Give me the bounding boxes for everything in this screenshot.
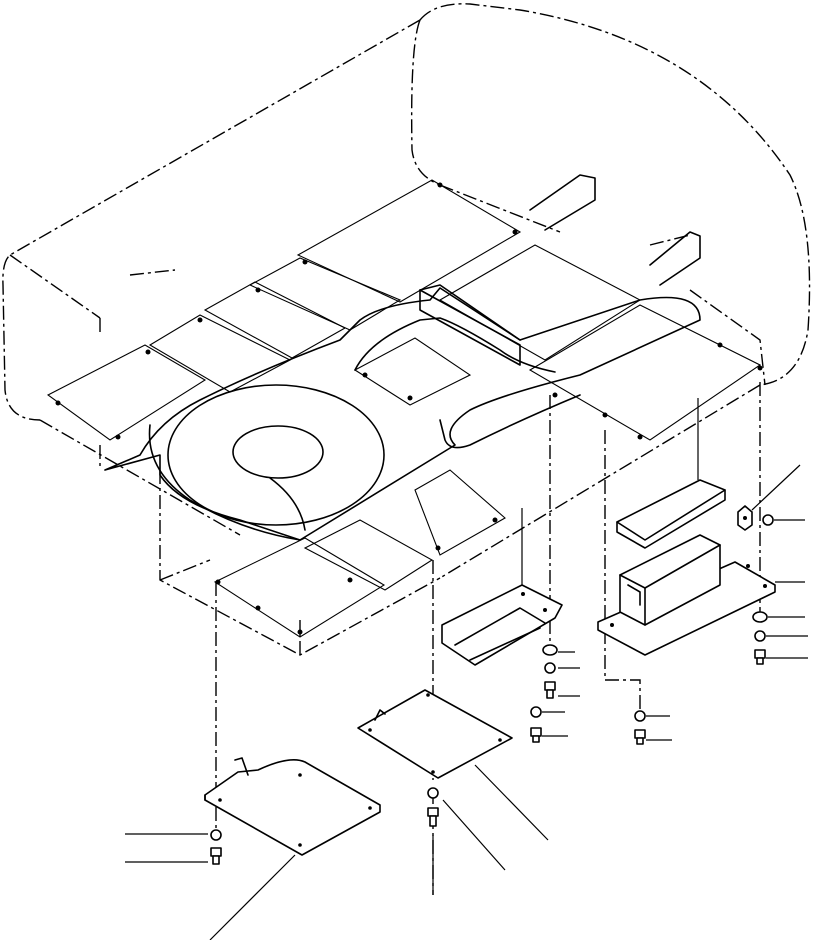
mounting-bracket-center xyxy=(441,584,563,666)
cover-plate-center xyxy=(357,689,513,779)
terminal-clamp xyxy=(737,505,753,531)
turntable xyxy=(148,384,385,541)
leader-lines xyxy=(125,398,808,940)
battery-box-lid xyxy=(616,479,726,549)
fastener-hardware xyxy=(210,514,774,865)
upper-frame-outline xyxy=(2,3,811,656)
battery-box xyxy=(597,534,776,656)
frame-bracket-left xyxy=(419,284,521,366)
frame-bracket-rear xyxy=(529,174,701,286)
floor-panels xyxy=(46,179,762,638)
cover-plate-left xyxy=(204,757,381,856)
housing-front-edge xyxy=(159,559,301,655)
floor-screw-holes xyxy=(55,182,763,635)
